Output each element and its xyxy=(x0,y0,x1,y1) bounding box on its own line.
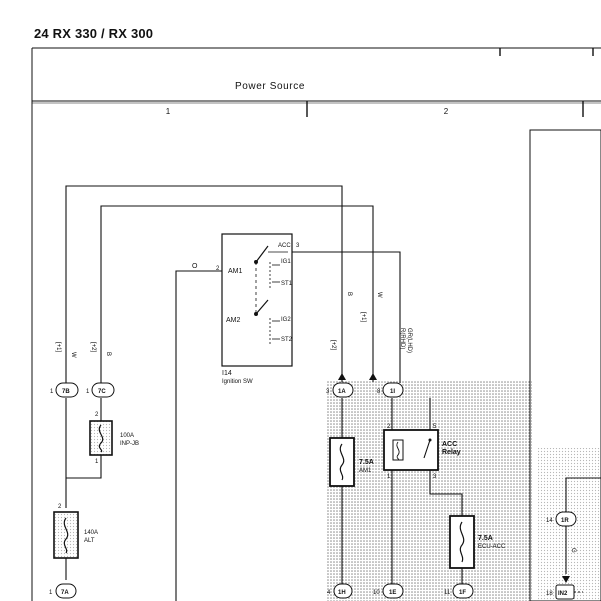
connector-1a: 1A xyxy=(338,389,346,395)
switch-pin-ig1: IG1 xyxy=(281,259,291,265)
connector-1h: 1H xyxy=(338,590,346,596)
connector-7b-num: 1 xyxy=(50,389,54,395)
fuse-ecu-acc-name: ECU-ACC xyxy=(478,544,506,550)
acc-relay xyxy=(383,429,439,471)
connector-1r: 1R xyxy=(561,518,569,524)
wire-label-b-mid: B xyxy=(346,292,352,296)
switch-pin-ig2: IG2 xyxy=(281,317,291,323)
fuse-ecu-acc-rating: 7.5A xyxy=(478,535,493,542)
switch-name: Ignition SW xyxy=(222,379,253,385)
fuse-am1-name: AM1 xyxy=(359,468,372,474)
connector-1i-num: 8 xyxy=(377,389,381,395)
relay-pin-1: 1 xyxy=(387,474,391,480)
switch-pin-am1: AM1 xyxy=(228,268,243,275)
switch-pin-st1: ST1 xyxy=(281,281,293,287)
connector-7c-num: 1 xyxy=(86,389,90,395)
ignition-switch xyxy=(221,233,293,367)
column-2-label: 2 xyxy=(444,107,449,116)
fuse-alt-pin-top: 2 xyxy=(58,504,62,510)
fuse-inp-jb-name: INP-JB xyxy=(120,441,139,447)
switch-pin-st2: ST2 xyxy=(281,337,293,343)
relay-pin-2: 2 xyxy=(387,424,391,430)
connector-7a: 7A xyxy=(61,590,69,596)
relay-pin-5: 5 xyxy=(433,424,437,430)
fuse-am1 xyxy=(329,437,355,487)
connector-1r-num: 14 xyxy=(546,518,553,524)
switch-pin-acc: ACC xyxy=(278,243,291,249)
fuse-inp-jb-pin-top: 2 xyxy=(95,412,99,418)
switch-pin-am2: AM2 xyxy=(226,317,241,324)
connector-1f: 1F xyxy=(459,590,466,596)
relay-name-line1: ACC xyxy=(442,441,457,448)
connector-7c: 7C xyxy=(98,389,106,395)
fuse-inp-jb-rating: 100A xyxy=(120,433,134,439)
switch-pin-number-acc: 3 xyxy=(296,243,300,249)
page-title: 24 RX 330 / RX 300 xyxy=(34,26,154,41)
connector-1a-num: 3 xyxy=(326,389,330,395)
wire-label-w-mid: W xyxy=(376,292,382,298)
connector-1f-num: 11 xyxy=(444,590,451,596)
wire-label-plus2-left: [+2] xyxy=(90,342,96,353)
relay-pin-3: 3 xyxy=(433,474,437,480)
relay-name-line2: Relay xyxy=(442,449,461,456)
header-frame xyxy=(31,47,601,601)
switch-code: I14 xyxy=(222,370,232,377)
connector-1i: 1I xyxy=(390,389,395,395)
connector-shapes xyxy=(55,382,577,600)
fuse-inp-jb-pin-bottom: 1 xyxy=(95,459,99,465)
switch-pin-number-am1: 2 xyxy=(216,266,220,272)
wire-label-o: O xyxy=(192,263,198,270)
connector-1e-num: 10 xyxy=(373,590,380,596)
connector-1h-num: 4 xyxy=(327,590,331,596)
connector-7a-num: 1 xyxy=(49,590,53,596)
connector-in2: IN2 xyxy=(558,591,568,597)
wire-label-plus1-left: [+1] xyxy=(55,342,61,353)
wire-label-w-left: W xyxy=(70,352,76,358)
wire-label-g-bottom: G xyxy=(570,548,576,553)
column-1-label: 1 xyxy=(166,107,171,116)
wire-label-plus2-mid: [+2] xyxy=(330,340,336,351)
wire-lines xyxy=(65,185,601,601)
connector-1e: 1E xyxy=(389,590,396,596)
wire-label-gr-lhd: GR(LHD) xyxy=(406,328,412,353)
connector-in2-num: 18 xyxy=(546,591,553,597)
fuse-inp-jb xyxy=(89,420,113,456)
fuse-alt-rating: 140A xyxy=(84,530,98,536)
section-title: Power Source xyxy=(235,81,305,92)
junction-block-shading xyxy=(326,380,532,601)
fuse-am1-rating: 7.5A xyxy=(359,459,374,466)
fuse-alt xyxy=(53,511,79,559)
fuse-ecu-acc xyxy=(449,515,475,569)
wire-label-r-rhd: R(RHD) xyxy=(399,328,405,349)
wire-label-b-left: B xyxy=(105,352,111,356)
connector-7b: 7B xyxy=(62,389,70,395)
wire-label-plus1-mid: [+1] xyxy=(360,312,366,323)
fuse-alt-name: ALT xyxy=(84,538,95,544)
